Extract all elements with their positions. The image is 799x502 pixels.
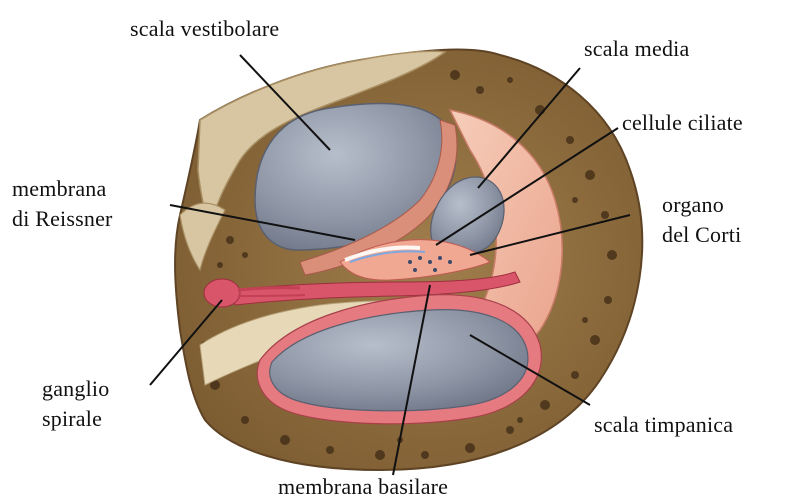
label-membrana-reissner-1: membrana (12, 176, 106, 201)
label-scala-vestibolare: scala vestibolare (130, 16, 279, 41)
label-cellule-ciliate: cellule ciliate (622, 110, 743, 135)
label-scala-media: scala media (584, 36, 689, 61)
label-organo-corti-1: organo (662, 192, 724, 217)
label-scala-timpanica: scala timpanica (594, 412, 733, 437)
label-membrana-basilare: membrana basilare (278, 474, 448, 499)
label-ganglio-spirale-1: ganglio (42, 376, 109, 401)
label-membrana-reissner-2: di Reissner (12, 206, 113, 231)
label-ganglio-spirale-2: spirale (42, 406, 102, 431)
label-organo-corti-2: del Corti (662, 222, 741, 247)
